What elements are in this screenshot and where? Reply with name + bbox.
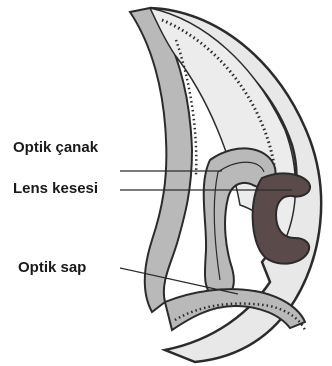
label-optic-cup: Optik çanak <box>13 140 98 155</box>
label-lens-vesicle: Lens kesesi <box>13 181 98 196</box>
label-optic-stalk: Optik sap <box>18 260 86 275</box>
